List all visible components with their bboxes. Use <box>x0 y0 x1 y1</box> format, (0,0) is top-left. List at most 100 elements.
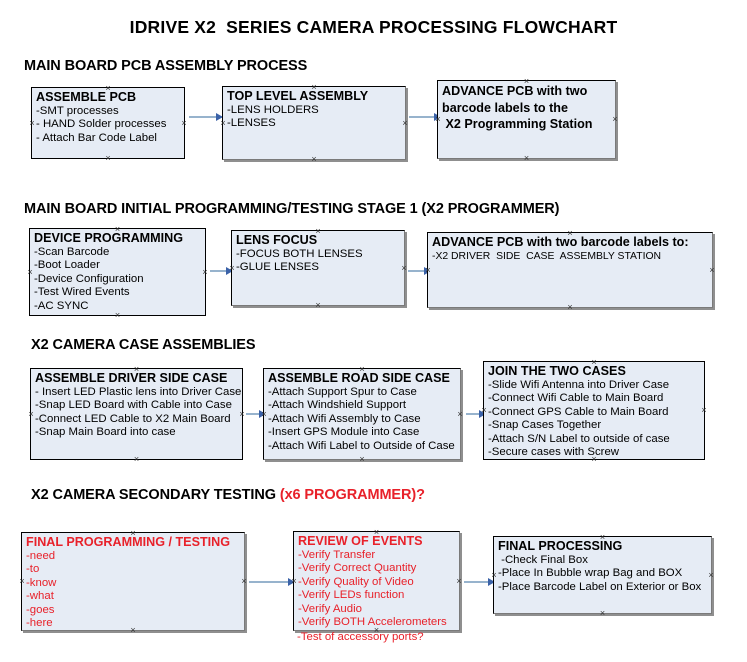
arrow-shaft <box>464 581 494 584</box>
node-assemble-pcb[interactable]: ASSEMBLE PCB -SMT processes - HAND Solde… <box>31 87 185 159</box>
arrow-head-icon <box>479 410 486 418</box>
selection-handle-bottom[interactable] <box>598 609 607 618</box>
selection-handle-bottom[interactable] <box>310 155 319 164</box>
node-line: -here <box>26 617 53 630</box>
node-line: -Place Barcode Label on Exterior or Box <box>498 580 702 593</box>
selection-handle-bottom[interactable] <box>104 154 113 163</box>
node-line: -need <box>26 549 56 562</box>
node-line: -AC SYNC <box>34 299 89 312</box>
node-line: -X2 DRIVER SIDE CASE ASSEMBLY STATION <box>432 250 662 262</box>
arrow-head-icon <box>488 578 495 586</box>
section-heading-4-accent: (x6 PROGRAMMER)? <box>279 487 425 503</box>
node-assemble-driver-side-case[interactable]: ASSEMBLE DRIVER SIDE CASE - Insert LED P… <box>30 368 243 460</box>
node-line: -goes <box>26 603 55 616</box>
section-heading-3: X2 CAMERA CASE ASSEMBLIES <box>31 337 256 353</box>
node-advance-pcb-station[interactable]: ADVANCE PCB with two barcode labels to t… <box>437 80 616 159</box>
node-line: -Test Wired Events <box>34 286 130 299</box>
node-line: -know <box>26 576 57 589</box>
node-title: REVIEW OF EVENTS <box>298 534 423 548</box>
node-overflow-line: -Test of accessory ports? <box>297 631 424 643</box>
node-assemble-road-side-case[interactable]: ASSEMBLE ROAD SIDE CASE -Attach Support … <box>263 368 461 460</box>
page-title: IDRIVE X2 SERIES CAMERA PROCESSING FLOWC… <box>129 17 618 37</box>
arrow-head-icon <box>259 410 266 418</box>
node-title: ASSEMBLE ROAD SIDE CASE <box>268 371 450 385</box>
node-title: ADVANCE PCB with two barcode labels to t… <box>442 84 593 131</box>
node-line: -Device Configuration <box>34 272 144 285</box>
connector-arrow-1-2 <box>409 113 441 122</box>
node-review-of-events[interactable]: REVIEW OF EVENTS -Verify Transfer -Verif… <box>293 531 460 631</box>
node-line: -SMT processes <box>36 104 119 117</box>
node-device-programming[interactable]: DEVICE PROGRAMMING -Scan Barcode -Boot L… <box>29 228 206 316</box>
node-line: -Scan Barcode <box>34 245 110 258</box>
node-final-processing[interactable]: FINAL PROCESSING -Check Final Box -Place… <box>493 536 712 614</box>
node-line: - Attach Bar Code Label <box>36 131 157 144</box>
node-title: ASSEMBLE PCB <box>36 90 137 104</box>
node-line: -Slide Wifi Antenna into Driver Case <box>488 378 670 391</box>
connector-arrow-3-1 <box>246 410 266 419</box>
section-heading-1: MAIN BOARD PCB ASSEMBLY PROCESS <box>24 58 308 74</box>
node-line: -GLUE LENSES <box>236 261 319 274</box>
node-line: -Attach Wifi Assembly to Case <box>268 412 421 425</box>
connector-arrow-4-1 <box>249 578 295 587</box>
arrow-head-icon <box>288 578 295 586</box>
node-line: -Verify Quality of Video <box>298 575 414 588</box>
node-line: -Boot Loader <box>34 259 100 272</box>
node-title: TOP LEVEL ASSEMBLY <box>227 89 369 103</box>
node-line: -what <box>26 590 54 603</box>
node-line: -Attach Support Spur to Case <box>268 385 417 398</box>
arrow-head-icon <box>216 113 223 121</box>
node-join-the-two-cases[interactable]: JOIN THE TWO CASES -Slide Wifi Antenna i… <box>483 361 705 460</box>
connector-arrow-4-2 <box>464 578 495 587</box>
arrow-shaft <box>409 116 440 119</box>
node-line: -Snap Main Board into case <box>35 426 176 439</box>
node-line: -Check Final Box <box>498 553 588 566</box>
node-line: -Verify Correct Quantity <box>298 562 417 575</box>
section-heading-4-text: X2 CAMERA SECONDARY TESTING <box>31 487 280 503</box>
node-line: -to <box>26 563 40 576</box>
node-top-level-assembly[interactable]: TOP LEVEL ASSEMBLY -LENS HOLDERS -LENSES <box>222 86 406 160</box>
selection-handle-bottom[interactable] <box>132 455 141 464</box>
node-title: ADVANCE PCB with two barcode labels to: <box>432 235 689 249</box>
node-title: ASSEMBLE DRIVER SIDE CASE <box>35 371 228 385</box>
arrow-shaft <box>249 581 294 584</box>
node-line: -Attach Wifi Label to Outside of Case <box>268 439 455 452</box>
node-line: -LENS HOLDERS <box>227 103 319 116</box>
node-advance-pcb-driver-side[interactable]: ADVANCE PCB with two barcode labels to: … <box>427 232 713 308</box>
connector-arrow-3-2 <box>466 410 486 419</box>
selection-handle-bottom[interactable] <box>522 154 531 163</box>
selection-handle-bottom[interactable] <box>314 301 323 310</box>
section-heading-4: X2 CAMERA SECONDARY TESTING (x6 PROGRAMM… <box>31 487 425 503</box>
arrow-head-icon <box>226 267 233 275</box>
node-title: LENS FOCUS <box>236 233 318 247</box>
node-line: -Verify Audio <box>298 602 362 615</box>
node-line: -Snap LED Board with Cable into Case <box>35 399 232 412</box>
selection-handle-right[interactable] <box>708 266 717 275</box>
connector-arrow-1-1 <box>189 113 223 122</box>
node-final-programming-testing[interactable]: FINAL PROGRAMMING / TESTING -need -to -k… <box>21 532 245 631</box>
node-lens-focus[interactable]: LENS FOCUS -FOCUS BOTH LENSES -GLUE LENS… <box>231 230 405 306</box>
node-line: -LENSES <box>227 117 276 130</box>
node-title: JOIN THE TWO CASES <box>488 364 626 378</box>
selection-handle-bottom[interactable] <box>566 303 575 312</box>
node-line: -Verify LEDs function <box>298 589 405 602</box>
node-title: FINAL PROCESSING <box>498 539 623 553</box>
arrow-shaft <box>246 413 265 416</box>
node-line: -Insert GPS Module into Case <box>268 426 420 439</box>
arrow-shaft <box>466 413 485 416</box>
node-line: -Connect LED Cable to X2 Main Board <box>35 412 231 425</box>
node-title: DEVICE PROGRAMMING <box>34 231 184 245</box>
node-line: -Snap Cases Together <box>488 419 602 432</box>
arrow-shaft <box>210 270 232 273</box>
node-line: -Place In Bubble wrap Bag and BOX <box>498 567 683 580</box>
connector-arrow-2-1 <box>210 267 233 276</box>
node-line: -Attach S/N Label to outside of case <box>488 432 670 445</box>
node-title: FINAL PROGRAMMING / TESTING <box>26 535 231 549</box>
selection-handle-bottom[interactable] <box>358 455 367 464</box>
arrow-shaft <box>189 116 222 119</box>
arrow-shaft <box>408 270 430 273</box>
node-line: -FOCUS BOTH LENSES <box>236 247 363 260</box>
node-line: -Connect GPS Cable to Main Board <box>488 405 669 418</box>
section-heading-2: MAIN BOARD INITIAL PROGRAMMING/TESTING S… <box>24 201 560 217</box>
node-line: -Verify Transfer <box>298 548 376 561</box>
